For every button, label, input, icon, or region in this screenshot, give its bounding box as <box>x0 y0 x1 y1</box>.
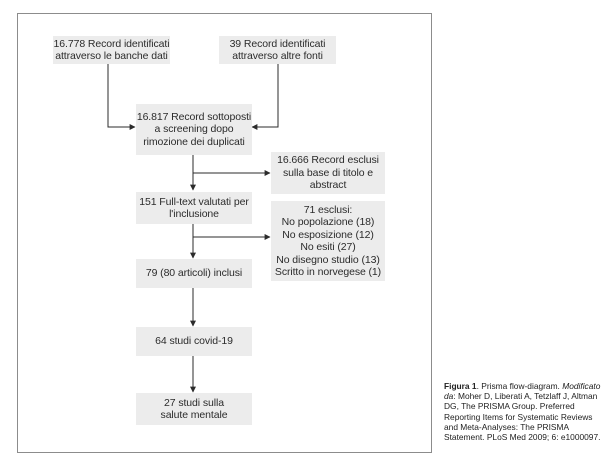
box-records-databases: 16.778 Record identificati attraverso le… <box>53 36 170 64</box>
figure-caption: Figura 1. Prisma flow-diagram. Modificat… <box>444 381 604 442</box>
box-covid-studies: 64 studi covid-19 <box>136 327 252 356</box>
box-records-excluded-title-abstract: 16.666 Record esclusi sulla base di tito… <box>271 152 385 194</box>
caption-title: . Prisma flow-diagram. <box>476 381 560 391</box>
box-fulltext-assessed: 151 Full-text valutati per l'inclusione <box>136 192 252 224</box>
box-mental-health-studies: 27 studi sulla salute mentale <box>136 393 252 425</box>
caption-reference: : Moher D, Liberati A, Tetzlaff J, Altma… <box>444 391 601 443</box>
box-records-other-sources: 39 Record identificati attraverso altre … <box>219 36 336 64</box>
diagram-frame <box>17 13 432 453</box>
box-records-screened: 16.817 Record sottoposti a screening dop… <box>136 104 252 155</box>
caption-modified-label: Modificato da <box>444 381 601 402</box>
box-fulltext-excluded-reasons: 71 esclusi: No popolazione (18) No espos… <box>271 201 385 281</box>
box-studies-included: 79 (80 articoli) inclusi <box>136 259 252 288</box>
arrow-other-to-screened <box>251 64 279 130</box>
caption-label: Figura 1 <box>444 381 477 391</box>
arrow-db-to-screened <box>107 64 136 130</box>
